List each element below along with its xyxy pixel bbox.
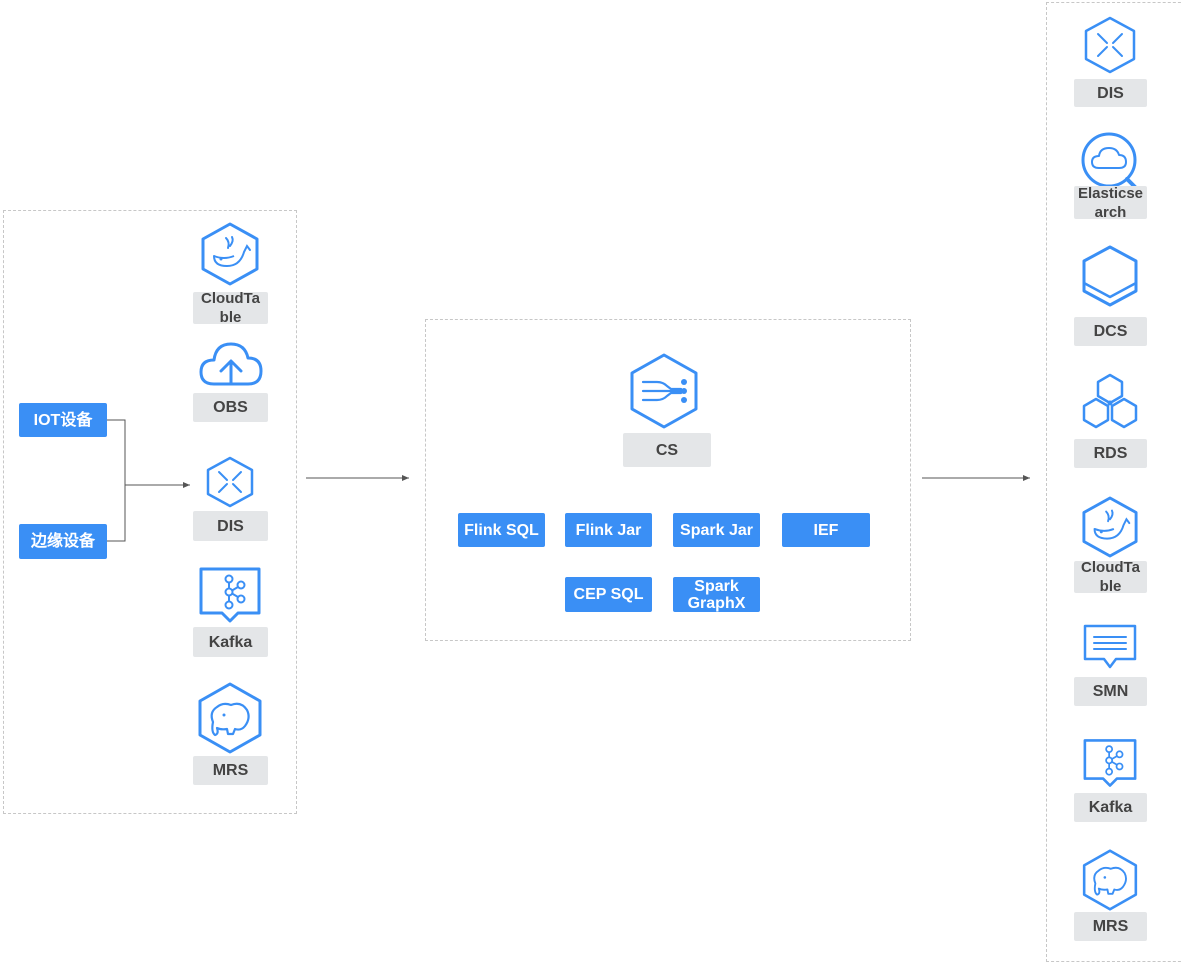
left-service-cloudtable-label: CloudTa ble [193, 290, 268, 326]
kafka-graph-icon [196, 565, 264, 625]
right-service-cloudtable-label: CloudTa ble [1074, 559, 1147, 595]
right-service-dis-label: DIS [1074, 79, 1147, 107]
cloudtable-whale-icon [200, 222, 260, 286]
cloudtable-whale-icon [1081, 496, 1139, 558]
right-service-dcs-label: DCS [1074, 317, 1147, 346]
center-core-cs-label: CS [623, 433, 711, 467]
job-flink-jar: Flink Jar [565, 513, 652, 547]
right-service-smn-label: SMN [1074, 677, 1147, 706]
kafka-graph-icon [1080, 737, 1140, 789]
job-spark-jar: Spark Jar [673, 513, 760, 547]
job-spark-graphx: Spark GraphX [673, 577, 760, 612]
right-service-mrs-label: MRS [1074, 912, 1147, 941]
cs-stream-icon [629, 353, 699, 429]
source-bracket-line [107, 419, 126, 542]
rds-honeycomb-icon [1079, 373, 1141, 435]
source-iot-devices: IOT设备 [19, 403, 107, 437]
source-edge-devices: 边缘设备 [19, 524, 107, 559]
left-service-obs-label: OBS [193, 393, 268, 422]
center-cs-frame [425, 319, 911, 641]
mrs-elephant-icon [1081, 849, 1139, 911]
right-service-rds-label: RDS [1074, 439, 1147, 468]
left-service-dis-label: DIS [193, 511, 268, 541]
obs-cloud-upload-icon [198, 340, 264, 388]
job-ief: IEF [782, 513, 870, 547]
dis-cross-icon [205, 456, 255, 508]
smn-message-icon [1082, 623, 1138, 671]
job-cep-sql: CEP SQL [565, 577, 652, 612]
dis-cross-icon [1083, 16, 1137, 74]
job-flink-sql: Flink SQL [458, 513, 545, 547]
left-service-mrs-label: MRS [193, 756, 268, 785]
dcs-hexagon-icon [1081, 245, 1139, 307]
right-service-kafka-label: Kafka [1074, 793, 1147, 822]
mrs-elephant-icon [197, 682, 263, 754]
left-source-frame [3, 210, 297, 814]
right-service-elasticsearch-label: Elasticse arch [1074, 185, 1147, 221]
left-service-kafka-label: Kafka [193, 627, 268, 657]
